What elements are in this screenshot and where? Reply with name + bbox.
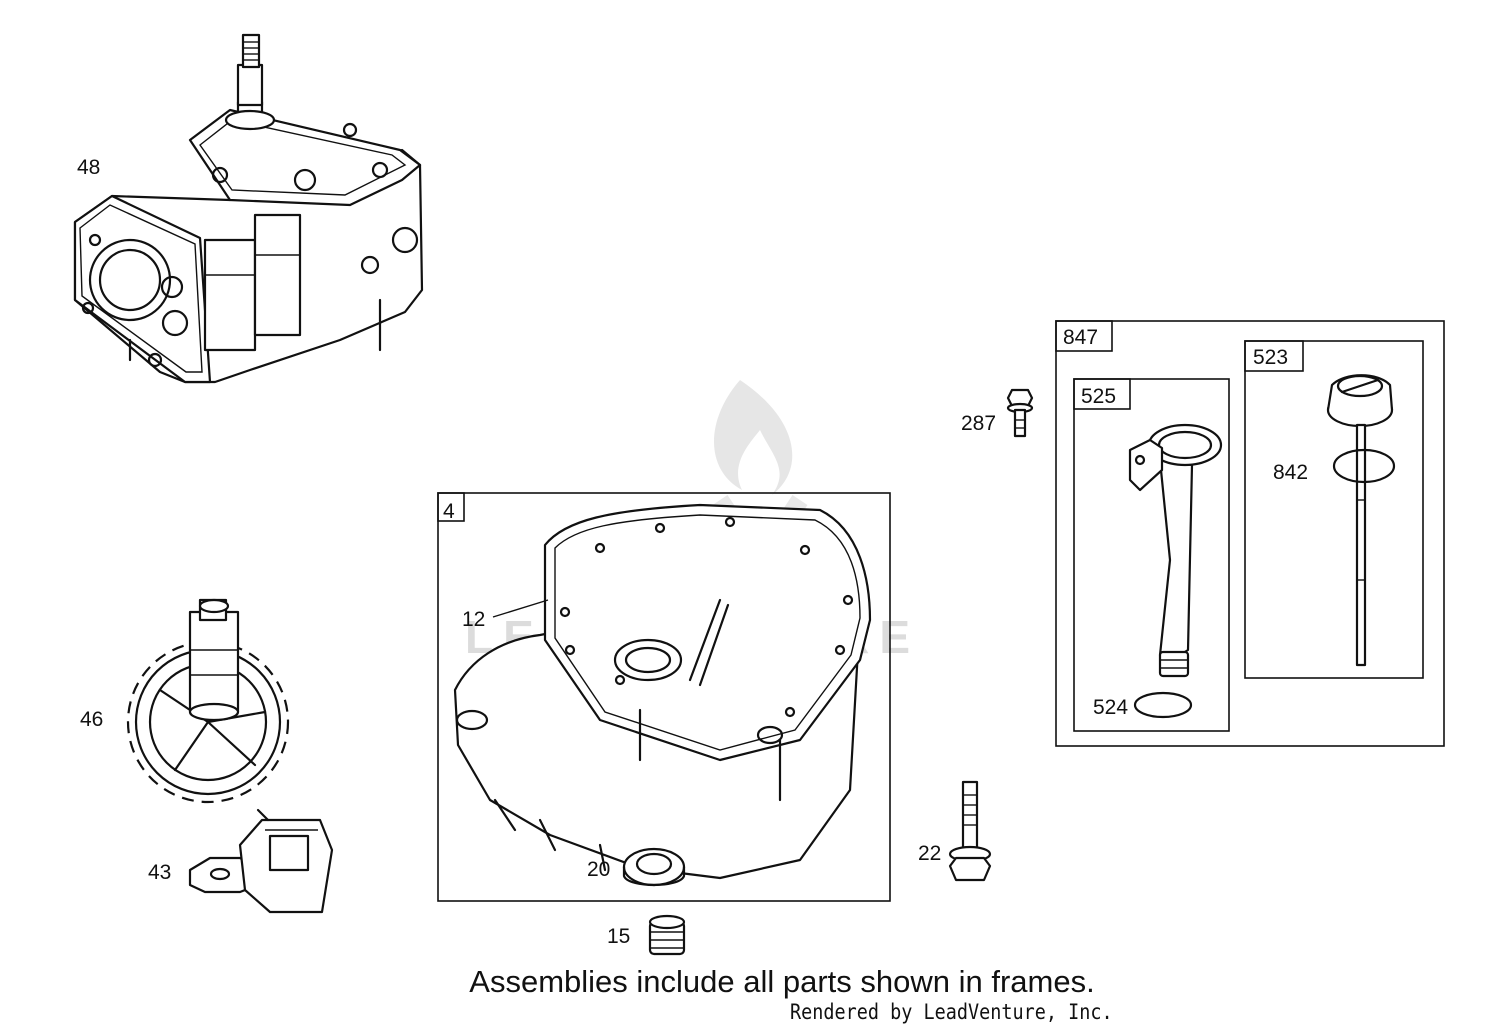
tag-525: 525 xyxy=(1081,385,1116,408)
callout-524: 524 xyxy=(1093,696,1128,719)
part-46-camshaft-gear xyxy=(126,598,290,804)
part-287-bolt xyxy=(1006,388,1034,438)
flame-watermark-icon xyxy=(713,380,793,495)
part-524-o-ring xyxy=(1133,691,1193,719)
frame-847 xyxy=(1055,320,1445,747)
part-523-dipstick xyxy=(1326,374,1394,667)
frame-tag-525 xyxy=(1073,378,1131,410)
callout-20: 20 xyxy=(587,858,610,881)
callout-12: 12 xyxy=(462,608,485,631)
part-22-bolt xyxy=(948,780,992,882)
part-842-o-ring xyxy=(1332,448,1396,484)
frame-525 xyxy=(1073,378,1230,732)
frame-tag-4 xyxy=(437,492,465,522)
part-4-sump xyxy=(453,503,872,880)
frame-523 xyxy=(1244,340,1424,679)
callout-22: 22 xyxy=(918,842,941,865)
leader-12 xyxy=(492,599,549,618)
part-48-cylinder-block xyxy=(73,33,424,384)
tag-4: 4 xyxy=(443,500,455,523)
callout-842: 842 xyxy=(1273,461,1308,484)
part-20-seal xyxy=(622,847,686,887)
part-525-dipstick-tube xyxy=(1128,423,1223,678)
callout-43: 43 xyxy=(148,861,171,884)
callout-46: 46 xyxy=(80,708,103,731)
part-15-plug xyxy=(648,914,686,956)
part-43-governor xyxy=(188,808,334,914)
frame-tag-847 xyxy=(1055,320,1113,352)
rendered-by-credit: Rendered by LeadVenture, Inc. xyxy=(790,1000,1113,1024)
tag-847: 847 xyxy=(1063,326,1098,349)
assemblies-caption: Assemblies include all parts shown in fr… xyxy=(469,964,1095,999)
callout-15: 15 xyxy=(607,925,630,948)
frame-4 xyxy=(437,492,891,902)
callout-287: 287 xyxy=(961,412,996,435)
frame-tag-523 xyxy=(1244,340,1304,372)
tag-523: 523 xyxy=(1253,346,1288,369)
callout-48: 48 xyxy=(77,156,100,179)
